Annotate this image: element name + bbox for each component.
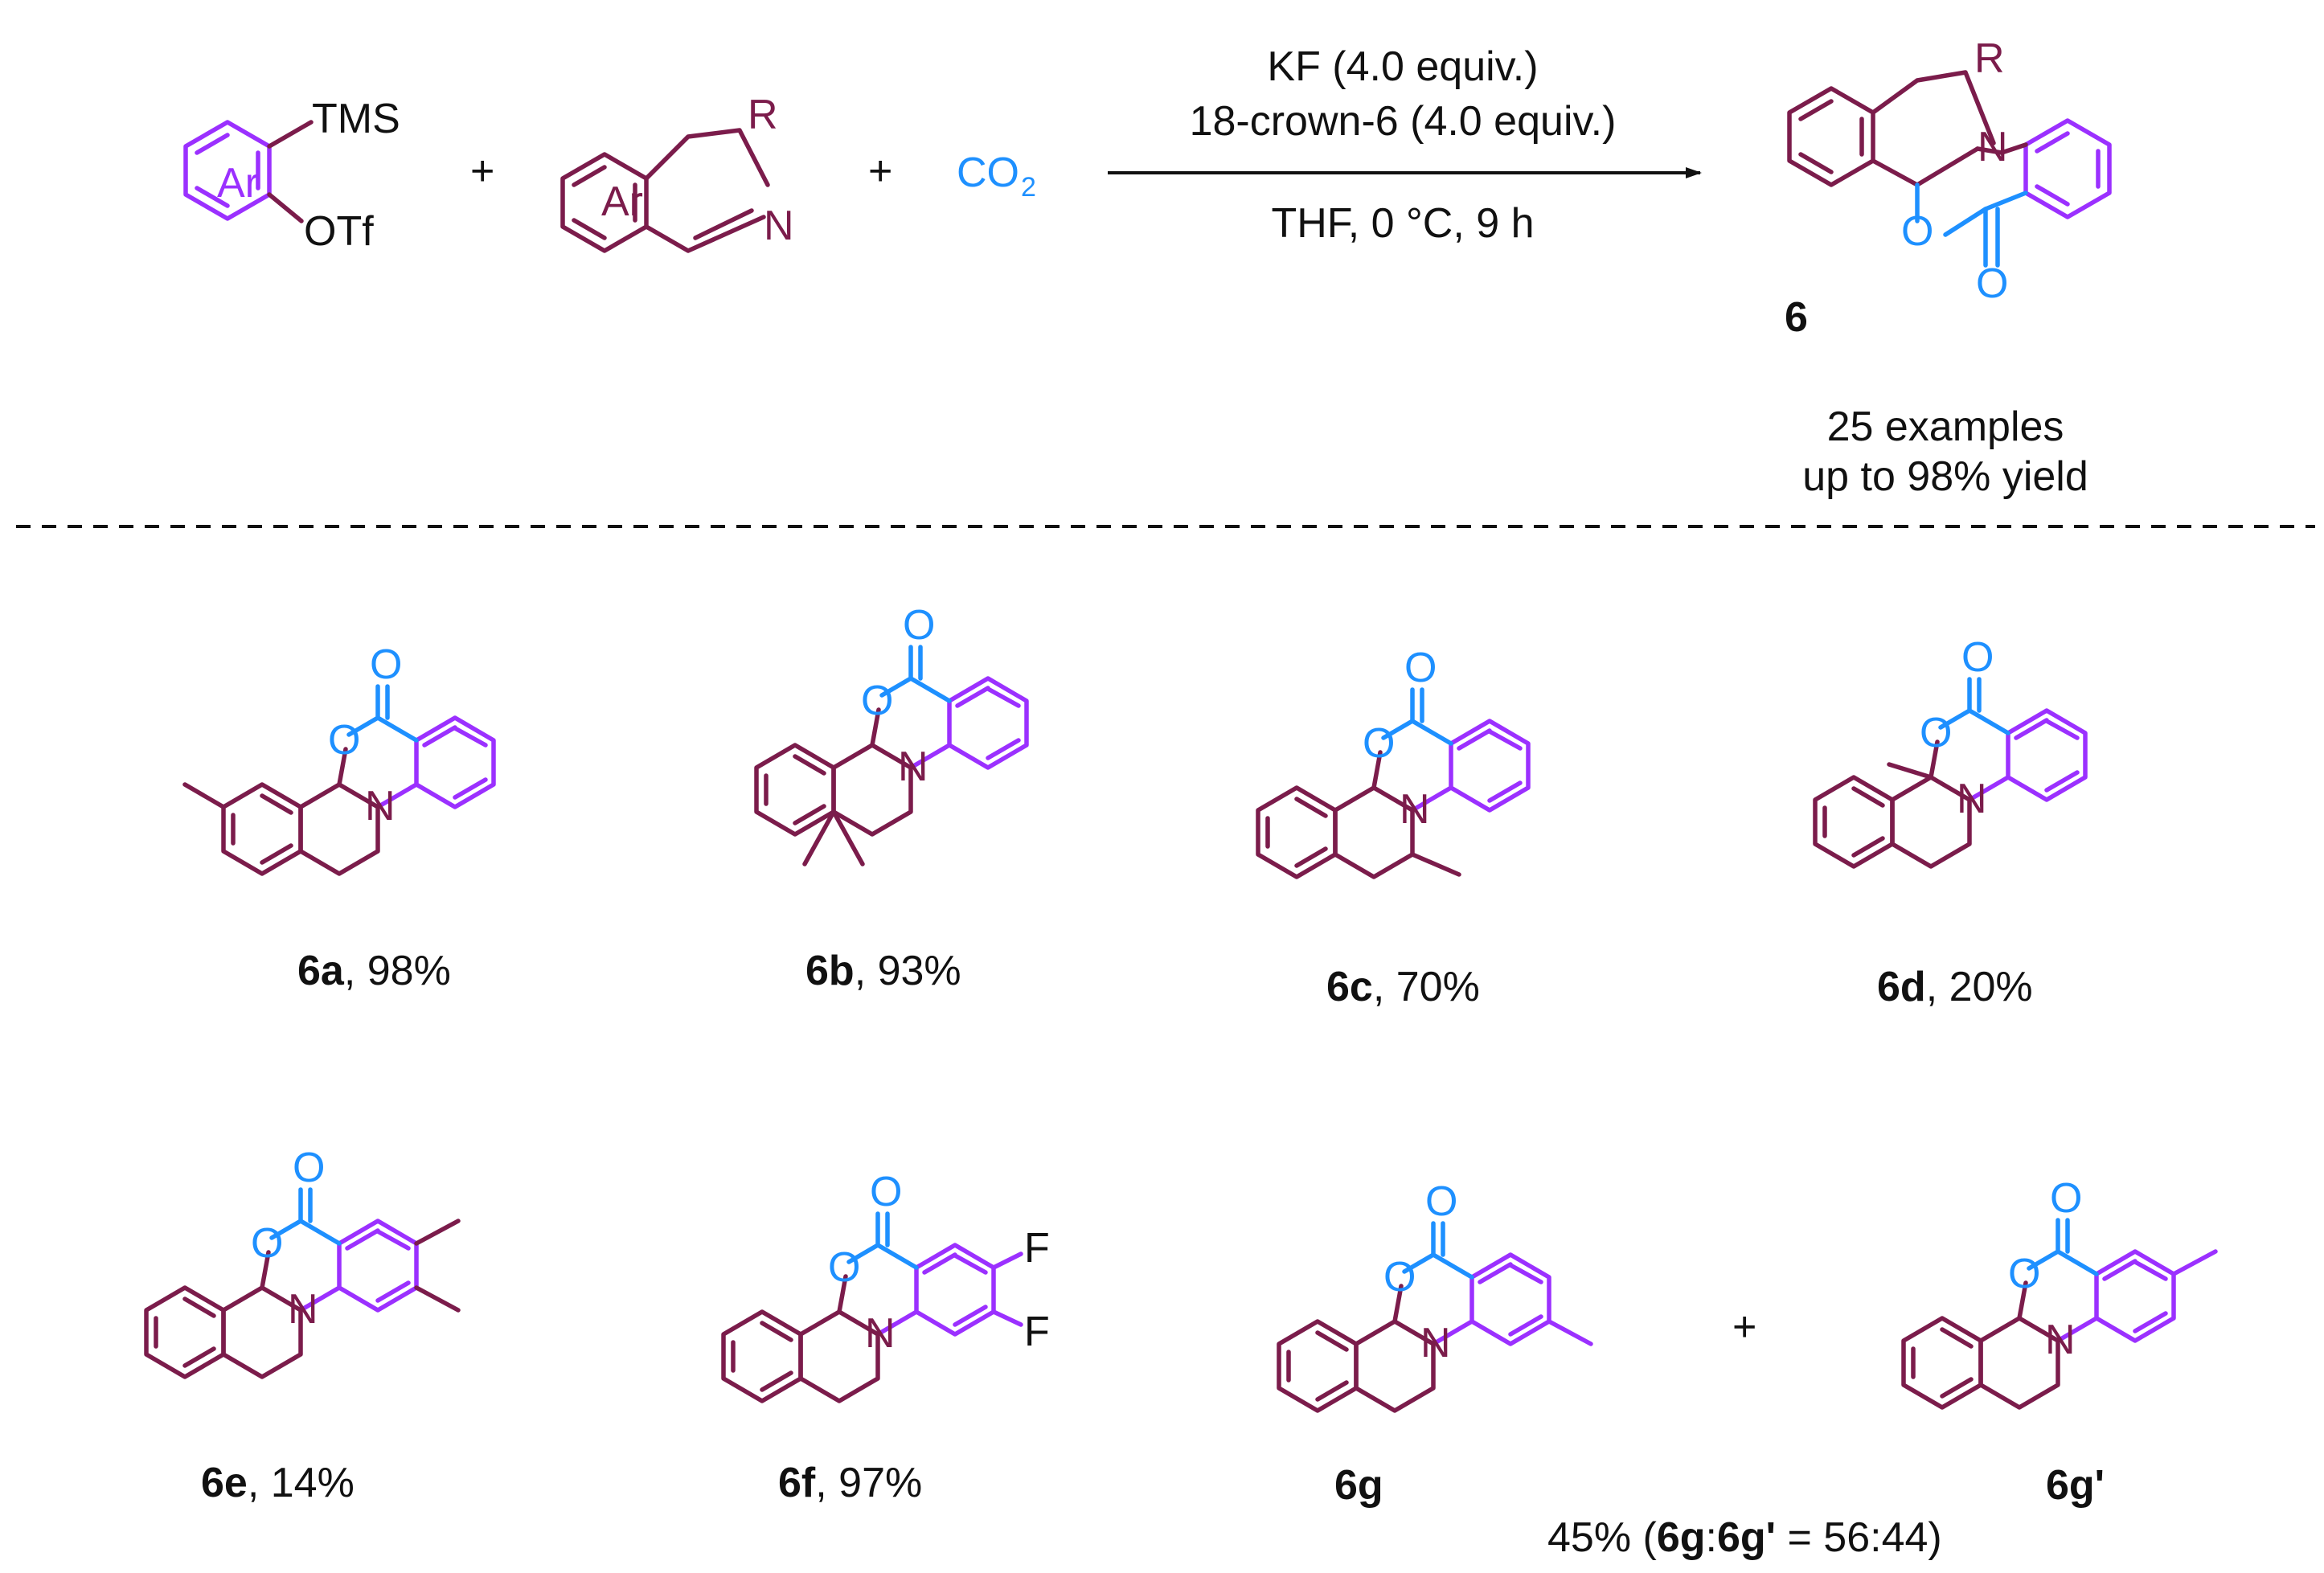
6e-id: 6e <box>201 1460 248 1506</box>
product-carbonyl-oxygen: O <box>1976 260 2008 307</box>
6d-id: 6d <box>1877 964 1926 1010</box>
mixture-prefix: 45% ( <box>1547 1514 1658 1561</box>
6a-nitrogen: N <box>365 783 396 830</box>
mixture-colon: : <box>1706 1514 1717 1561</box>
product-6g-structure: N O O <box>1279 1178 1593 1411</box>
product-compound-label: 6 <box>1785 294 1808 341</box>
mixture-suffix: = 56:44) <box>1776 1514 1942 1561</box>
product-6d-structure: N O O <box>1815 634 2085 866</box>
product-nitrogen-label: N <box>1978 124 2008 170</box>
product-6b-structure: N O O <box>756 602 1027 866</box>
co2-main: CO <box>957 150 1019 196</box>
6g-prime-ring-oxygen: O <box>2008 1251 2040 1297</box>
6f-fluorine-1: F <box>1024 1225 1050 1272</box>
6g-prime-carbonyl-oxygen: O <box>2050 1175 2082 1222</box>
condition-line-3: THF, 0 °C, 9 h <box>1271 200 1534 247</box>
plus-2: + <box>868 148 892 195</box>
6d-carbonyl-oxygen: O <box>1961 634 1994 681</box>
6e-nitrogen: N <box>288 1286 318 1333</box>
product-6e-structure: N O O <box>146 1145 461 1377</box>
label-6b: 6b, 93% <box>805 948 961 994</box>
product-6a-structure: N O O <box>182 641 494 874</box>
aryne-ring-label: Ar <box>217 160 259 207</box>
6g-prime-nitrogen: N <box>2045 1317 2076 1363</box>
6f-fluorine-2: F <box>1024 1309 1050 1355</box>
dihydroisoquinoline-ring-label: Ar <box>601 178 643 225</box>
6f-yield: , 97% <box>815 1460 922 1506</box>
product-6g-prime-structure: N O O <box>1904 1175 2218 1407</box>
label-6g-prime: 6g' <box>2046 1462 2105 1509</box>
mixture-a: 6g <box>1657 1514 1706 1561</box>
label-6a: 6a, 98% <box>297 948 451 994</box>
general-product-6: R N O O 6 <box>1785 35 2112 341</box>
6b-yield: , 93% <box>855 948 961 994</box>
condition-line-2: 18-crown-6 (4.0 equiv.) <box>1190 98 1617 145</box>
6g-carbonyl-oxygen: O <box>1425 1178 1457 1225</box>
6c-yield: , 70% <box>1373 964 1480 1010</box>
6g-nitrogen: N <box>1420 1320 1451 1366</box>
6f-ring-oxygen: O <box>828 1244 860 1291</box>
6b-ring-oxygen: O <box>861 678 893 724</box>
label-6d: 6d, 20% <box>1877 964 2033 1010</box>
label-6f: 6f, 97% <box>778 1460 922 1506</box>
dihydroisoquinoline: Ar R N <box>560 92 794 253</box>
nitrogen-label: N <box>764 203 794 249</box>
r-group-label: R <box>748 92 778 138</box>
6b-nitrogen: N <box>898 743 928 790</box>
6f-id: 6f <box>778 1460 816 1506</box>
6g-ring-oxygen: O <box>1383 1254 1416 1301</box>
co2-subscript: 2 <box>1021 172 1036 203</box>
6e-yield: , 14% <box>248 1460 355 1506</box>
6c-nitrogen: N <box>1400 786 1430 833</box>
mixture-yield: 45% (6g:6g' = 56:44) <box>1547 1514 1942 1561</box>
6d-ring-oxygen: O <box>1920 710 1952 756</box>
6e-ring-oxygen: O <box>251 1220 283 1267</box>
mixture-b: 6g' <box>1717 1514 1776 1561</box>
otf-label: OTf <box>304 208 374 255</box>
6f-nitrogen: N <box>865 1310 896 1357</box>
summary-line-1: 25 examples <box>1827 403 2064 450</box>
6b-id: 6b <box>805 948 855 994</box>
6a-id: 6a <box>297 948 345 994</box>
plus-mixture: + <box>1732 1304 1756 1350</box>
6c-ring-oxygen: O <box>1363 720 1395 767</box>
summary-line-2: up to 98% yield <box>1802 453 2088 500</box>
6a-yield: , 98% <box>344 948 451 994</box>
label-6e: 6e, 14% <box>201 1460 355 1506</box>
6f-carbonyl-oxygen: O <box>870 1169 902 1215</box>
co2-reagent: CO 2 <box>957 150 1036 203</box>
product-6f-structure: N O O F F <box>723 1169 1050 1401</box>
6e-carbonyl-oxygen: O <box>293 1145 325 1191</box>
aryne-precursor: Ar TMS OTf <box>183 96 400 255</box>
condition-line-1: KF (4.0 equiv.) <box>1267 43 1538 90</box>
tms-label: TMS <box>312 96 400 142</box>
product-ring-oxygen: O <box>1901 208 1933 255</box>
label-6c: 6c, 70% <box>1326 964 1480 1010</box>
6a-carbonyl-oxygen: O <box>370 641 402 688</box>
label-6g: 6g <box>1334 1462 1383 1509</box>
product-r-label: R <box>1974 35 2005 82</box>
6b-carbonyl-oxygen: O <box>903 602 935 649</box>
plus-1: + <box>470 148 494 195</box>
product-6c-structure: N O O <box>1258 645 1528 877</box>
6d-yield: , 20% <box>1926 964 2033 1010</box>
6c-carbonyl-oxygen: O <box>1404 645 1437 691</box>
6c-id: 6c <box>1326 964 1373 1010</box>
6d-nitrogen: N <box>1957 776 1987 822</box>
6a-ring-oxygen: O <box>328 717 360 764</box>
